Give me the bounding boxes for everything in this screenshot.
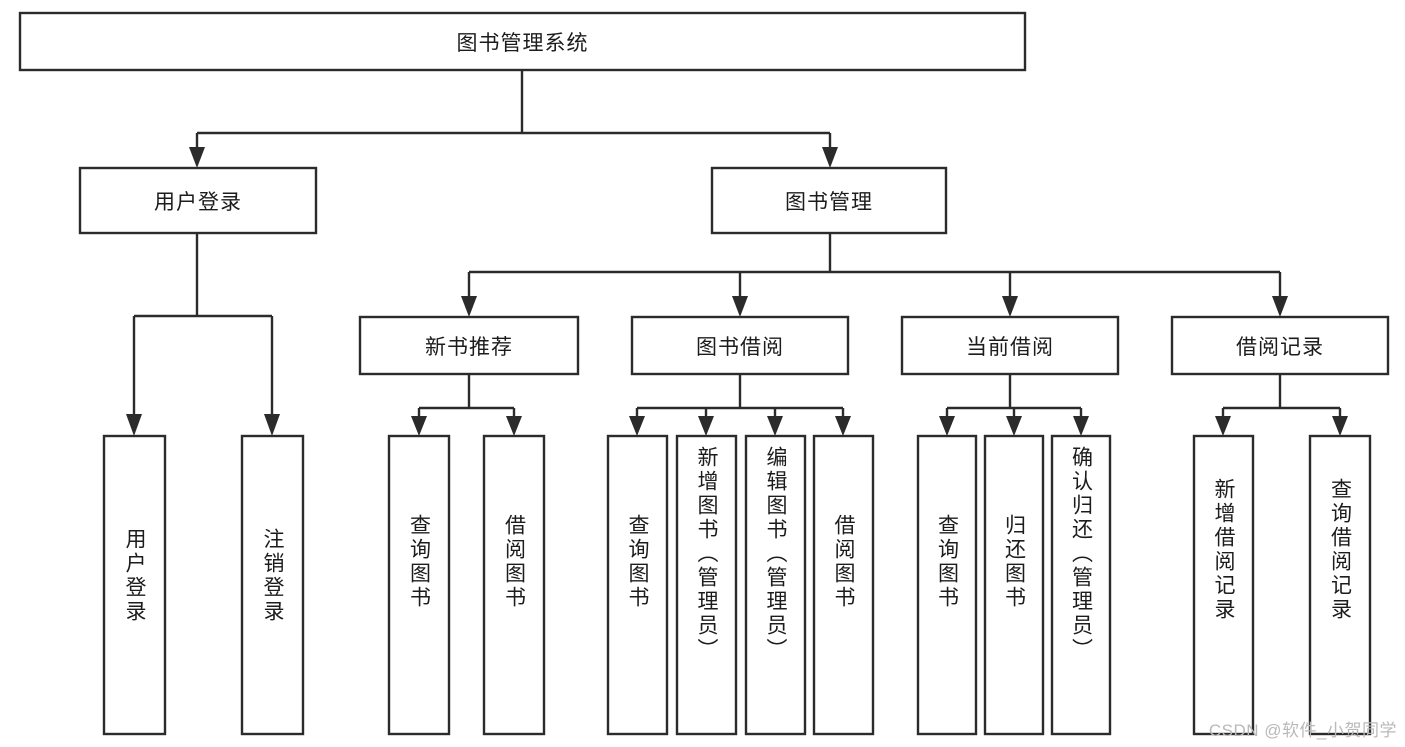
connectors-new-book-recommend-to-leaves (411, 374, 522, 436)
node-leaf-borrow-add-book-box[interactable] (675, 434, 738, 736)
arrow-head-book-borrow (732, 296, 748, 317)
connectors-book-manage-to-level3 (461, 233, 1288, 317)
node-leaf-current-return-book-box[interactable] (983, 434, 1045, 736)
arrow-head-book-manage (822, 147, 838, 168)
arrow-head-borrow-record (1272, 296, 1288, 317)
watermark-text: CSDN @软件_小贺同学 (1208, 721, 1397, 740)
node-leaf-record-query-box[interactable] (1308, 434, 1372, 736)
arrow-head-leaf-user-logout (264, 414, 280, 436)
node-leaf-current-query-book-box[interactable] (916, 434, 978, 736)
arrow-head-new-book-recommend (461, 296, 477, 317)
arrow-head-leaf-current-return-book (1006, 416, 1022, 436)
node-leaf-rec-query-book-box[interactable] (387, 434, 451, 736)
connectors-borrow-record-to-leaves (1215, 374, 1348, 436)
node-leaf-user-logout-box[interactable] (240, 434, 305, 736)
connectors-book-borrow-to-leaves (629, 374, 851, 436)
arrow-head-user-login (189, 147, 205, 168)
node-borrow-record-box[interactable] (1170, 315, 1390, 376)
arrow-head-leaf-user-login (126, 414, 142, 436)
node-current-borrow-box[interactable] (900, 315, 1120, 376)
node-leaf-rec-borrow-book-box[interactable] (482, 434, 546, 736)
arrow-head-leaf-borrow-add-book (698, 416, 714, 436)
arrow-head-current-borrow (1002, 296, 1018, 317)
arrow-head-leaf-rec-query-book (411, 416, 427, 436)
connectors-user-login-to-leaves (126, 233, 280, 436)
node-leaf-current-confirm-return-box[interactable] (1050, 434, 1112, 736)
node-leaf-borrow-query-book-box[interactable] (606, 434, 669, 736)
node-leaf-user-login-box[interactable] (102, 434, 167, 736)
node-user-login-box[interactable] (78, 166, 318, 235)
arrow-head-leaf-rec-borrow-book (506, 416, 522, 436)
arrow-head-leaf-current-query-book (939, 416, 955, 436)
node-root-box[interactable] (18, 11, 1027, 72)
arrow-head-leaf-record-query (1332, 416, 1348, 436)
arrow-head-leaf-borrow-edit-book (767, 416, 783, 436)
arrow-head-leaf-record-add (1215, 416, 1231, 436)
node-leaf-record-add-box[interactable] (1192, 434, 1255, 736)
node-leaf-borrow-edit-book-box[interactable] (744, 434, 807, 736)
arrow-head-leaf-current-confirm-return (1073, 416, 1089, 436)
node-book-borrow-box[interactable] (630, 315, 850, 376)
arrow-head-leaf-borrow-borrow-book (835, 416, 851, 436)
connectors-root-to-level2 (189, 70, 838, 168)
node-leaf-borrow-borrow-book-box[interactable] (812, 434, 875, 736)
node-new-book-recommend-box[interactable] (358, 315, 580, 376)
node-book-manage-box[interactable] (710, 166, 948, 235)
connectors-current-borrow-to-leaves (939, 374, 1089, 436)
arrow-head-leaf-borrow-query-book (629, 416, 645, 436)
